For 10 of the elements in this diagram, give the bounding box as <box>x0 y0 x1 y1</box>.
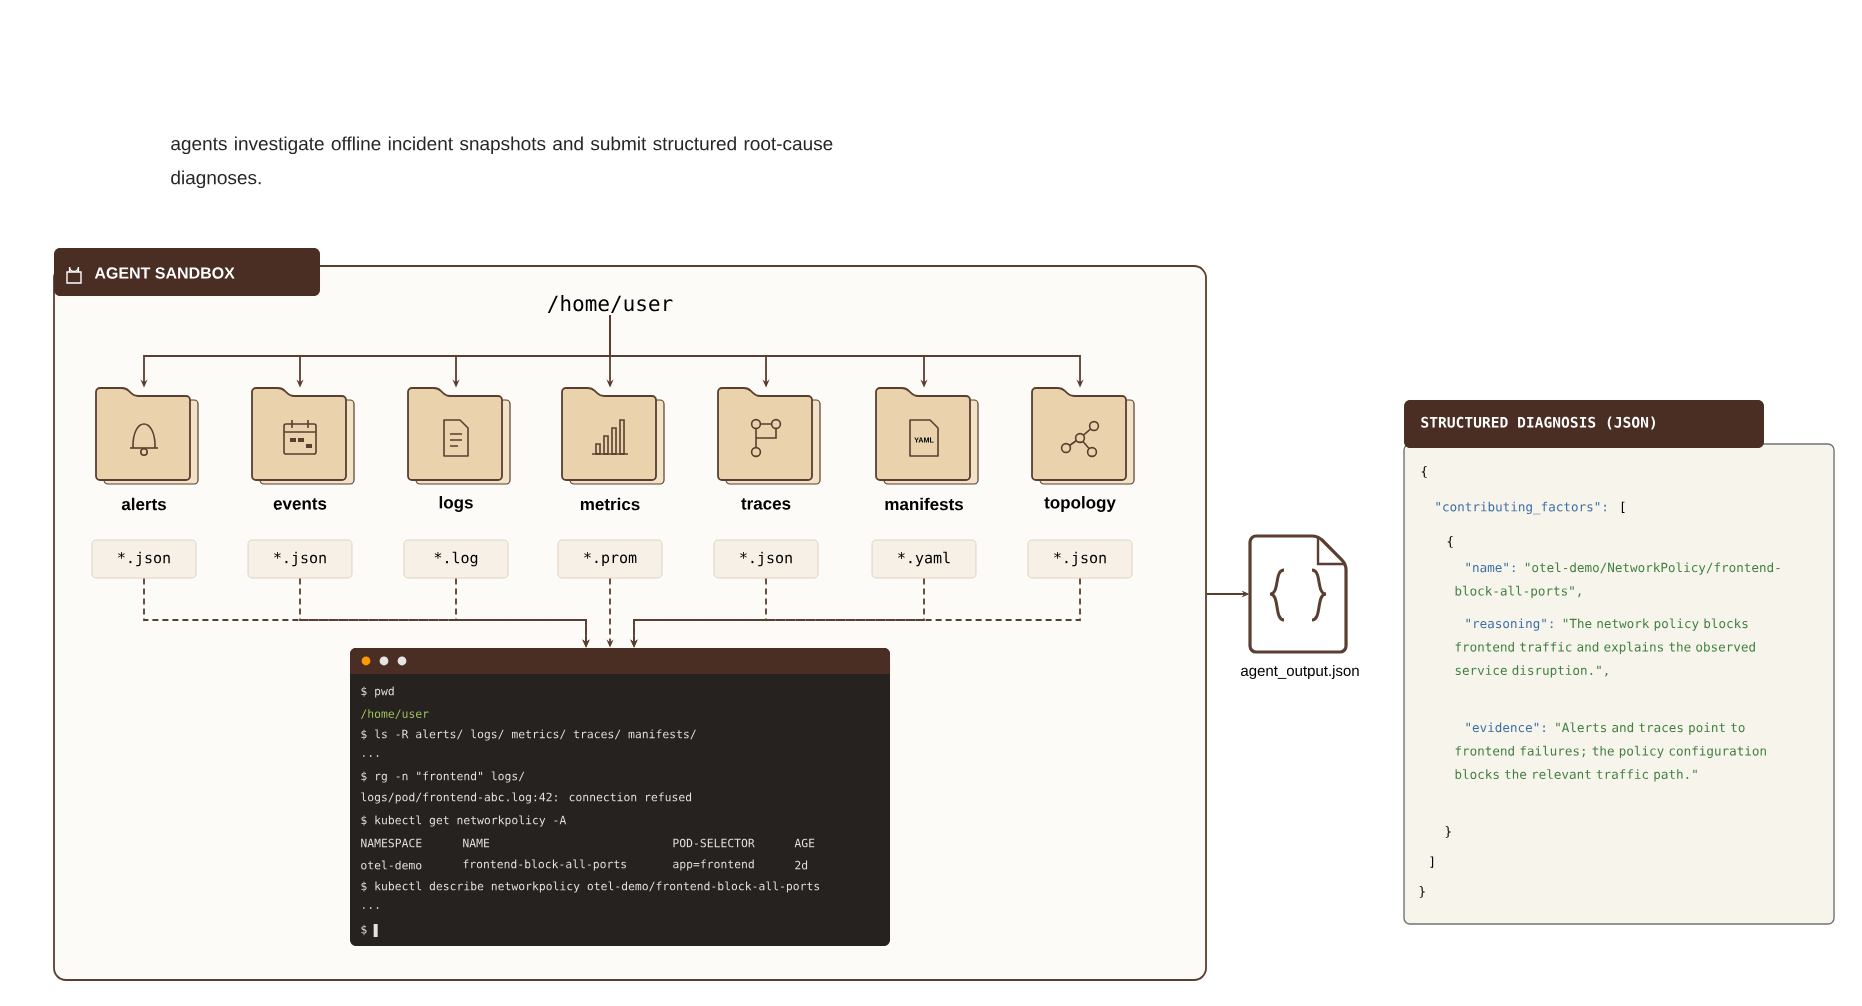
folder-label: topology <box>1044 496 1116 512</box>
folder-label: logs <box>439 496 473 512</box>
folder-label: manifests <box>885 497 963 511</box>
sandbox-header: AGENT SANDBOX <box>54 248 320 296</box>
folder-label: events <box>273 498 327 510</box>
folder-label: traces <box>741 498 791 510</box>
path-label: /home/user <box>547 295 673 313</box>
folder-label: alerts <box>121 497 166 511</box>
folder-label: metrics <box>580 497 640 511</box>
description: agents investigate offline incident snapshots and submit structured root-cause diagnoses. <box>171 136 833 189</box>
